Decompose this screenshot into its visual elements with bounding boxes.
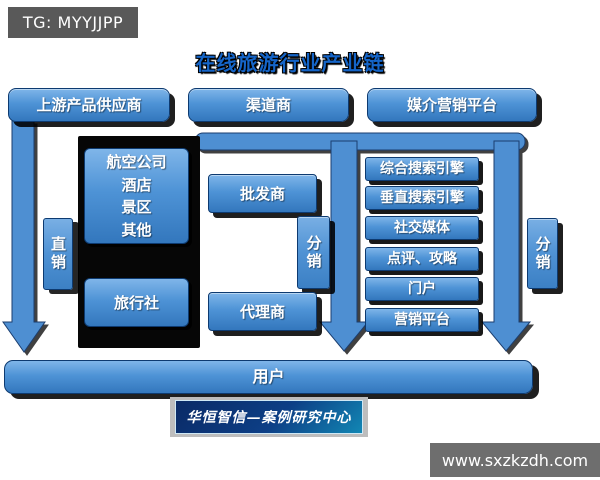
node-label: 上游产品供应商: [36, 96, 142, 114]
node-social-media: 社交媒体: [365, 216, 479, 240]
node-portal: 门户: [365, 277, 479, 301]
node-label: 航空公司 酒店 景区 其他: [106, 153, 167, 239]
node-label: 门户: [408, 280, 436, 297]
node-agent: 代理商: [208, 292, 317, 331]
node-travel-agency: 旅行社: [84, 278, 189, 327]
brand-banner: 华恒智信—案例研究中心: [175, 400, 363, 434]
node-label: 分销: [533, 235, 552, 272]
node-label: 分销: [304, 234, 323, 271]
node-suppliers-list: 航空公司 酒店 景区 其他: [84, 148, 189, 244]
node-upstream-suppliers: 上游产品供应商: [8, 88, 170, 122]
node-label: 营销平台: [394, 311, 450, 328]
node-vertical-search-engine: 垂直搜索引擎: [365, 186, 479, 210]
direct-sales-arrow: [2, 120, 46, 353]
node-users: 用户: [4, 360, 533, 394]
brand-banner-label: 华恒智信—案例研究中心: [186, 410, 352, 426]
node-label: 批发商: [239, 184, 285, 203]
label-distribution-right: 分销: [527, 218, 558, 289]
page-title: 在线旅游行业产业链: [195, 51, 385, 75]
right-distribution-arrow: [480, 140, 532, 352]
node-label: 社交媒体: [394, 219, 450, 236]
node-media-marketing-platform: 媒介营销平台: [367, 88, 537, 122]
label-distribution-middle: 分销: [297, 216, 330, 289]
node-label: 用户: [252, 367, 285, 387]
node-general-search-engine: 综合搜索引擎: [365, 157, 479, 181]
node-label: 综合搜索引擎: [380, 160, 464, 177]
tg-watermark-label: TG: MYYJJPP: [22, 13, 124, 32]
tg-watermark: TG: MYYJJPP: [8, 7, 138, 38]
node-label: 点评、攻略: [387, 250, 457, 267]
site-watermark: www.sxzkzdh.com: [430, 443, 600, 477]
node-label: 代理商: [239, 302, 285, 321]
node-marketing-platform: 营销平台: [365, 308, 479, 332]
brand-banner-frame: 华恒智信—案例研究中心: [170, 397, 368, 437]
distribution-bar: [194, 132, 526, 151]
node-label: 媒介营销平台: [406, 96, 497, 114]
node-label: 旅行社: [113, 293, 159, 312]
node-label: 渠道商: [245, 96, 291, 114]
label-direct-sales: 直销: [43, 218, 73, 290]
site-watermark-label: www.sxzkzdh.com: [441, 450, 589, 470]
node-wholesaler: 批发商: [208, 174, 317, 213]
node-reviews-guides: 点评、攻略: [365, 247, 479, 271]
node-label: 垂直搜索引擎: [380, 189, 464, 206]
node-label: 直销: [49, 236, 67, 272]
node-channel-providers: 渠道商: [188, 88, 349, 122]
